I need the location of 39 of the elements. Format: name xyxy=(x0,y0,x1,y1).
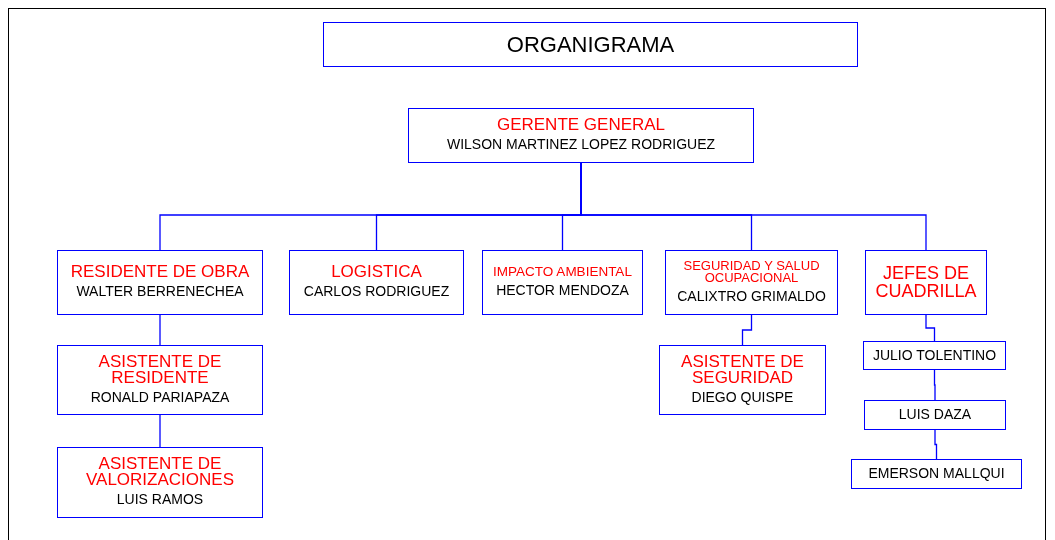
role-title: ASISTENTE DE RESIDENTE xyxy=(97,353,223,386)
connector-line xyxy=(159,314,161,346)
role-box xyxy=(864,400,1006,430)
person-name: CALIXTRO GRIMALDO xyxy=(677,287,826,306)
person-name: JULIO TOLENTINO xyxy=(872,346,997,365)
role-box xyxy=(57,447,263,518)
person-name: WALTER BERRENECHEA xyxy=(76,283,244,301)
connector-line xyxy=(934,429,938,460)
role-box xyxy=(57,250,263,315)
person-name: EMERSON MALLQUI xyxy=(868,465,1005,483)
connector-line xyxy=(741,314,753,346)
role-title: IMPACTO AMBIENTAL xyxy=(493,265,632,279)
role-title: GERENTE GENERAL xyxy=(496,117,666,134)
role-box xyxy=(865,250,987,315)
title-box: ORGANIGRAMA xyxy=(323,22,858,67)
person-name: DIEGO QUISPE xyxy=(691,388,794,407)
role-title: ASISTENTE DE SEGURIDAD xyxy=(680,353,805,386)
role-box xyxy=(482,250,643,315)
person-name: CARLOS RODRIGUEZ xyxy=(303,283,450,301)
person-name: RONALD PARIAPAZA xyxy=(90,388,230,407)
role-box xyxy=(863,341,1006,370)
person-name: LUIS DAZA xyxy=(898,406,972,424)
role-box xyxy=(408,108,754,163)
role-title: LOGISTICA xyxy=(331,264,422,281)
connector-line xyxy=(159,414,161,448)
connector-line xyxy=(933,369,936,401)
role-box xyxy=(851,459,1022,489)
role-box xyxy=(57,345,263,415)
role-box xyxy=(665,250,838,315)
person-name: HECTOR MENDOZA xyxy=(496,281,629,300)
person-name: WILSON MARTINEZ LOPEZ RODRIGUEZ xyxy=(446,136,716,154)
role-box xyxy=(659,345,826,415)
person-name: LUIS RAMOS xyxy=(116,491,204,509)
role-title: RESIDENTE DE OBRA xyxy=(70,264,250,281)
role-title: SEGURIDAD Y SALUD OCUPACIONAL xyxy=(682,259,821,285)
role-title: ASISTENTE DE VALORIZACIONES xyxy=(85,456,235,489)
role-box xyxy=(289,250,464,315)
role-title: JEFES DE CUADRILLA xyxy=(874,265,978,300)
connector-line xyxy=(925,314,936,342)
